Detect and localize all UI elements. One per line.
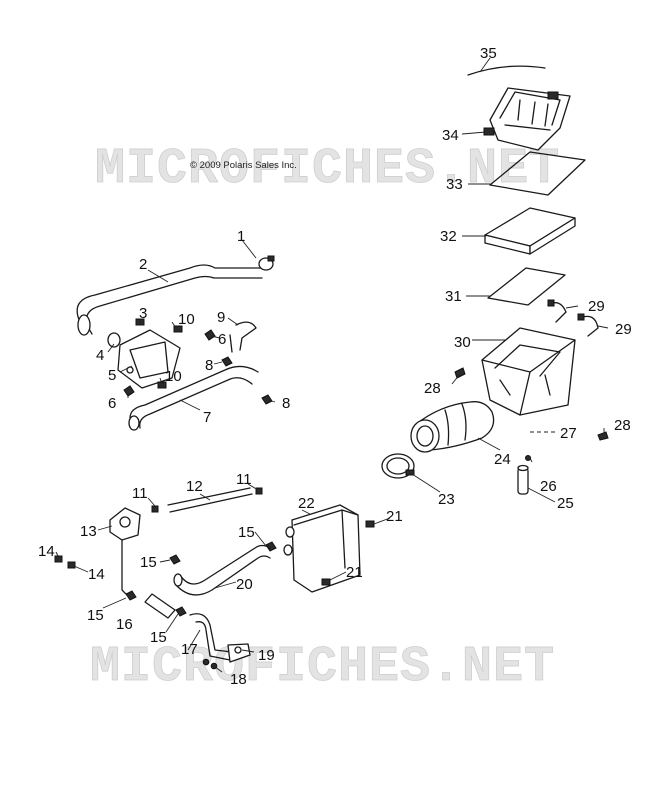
callout-20: 20 [236,576,253,593]
callout-18: 18 [230,671,247,688]
part-11-clip-b [255,487,263,495]
part-21-bolt-b [321,578,331,586]
part-15-clamp-d [265,541,277,552]
callout-35: 35 [480,45,497,62]
part-30-airbox [481,327,576,416]
callout-22: 22 [298,495,315,512]
part-29-brackets [547,299,599,337]
callout-14b: 14 [88,566,105,583]
callout-15c: 15 [150,629,167,646]
callout-6b: 6 [108,395,116,412]
callout-2: 2 [139,256,147,273]
callout-15d: 15 [238,524,255,541]
part-5-valve [117,329,181,389]
part-2-hose [76,264,263,323]
part-12-tube [167,487,253,513]
part-7-hose [129,365,259,419]
callout-4: 4 [96,347,104,364]
callout-19: 19 [258,647,275,664]
callout-1: 1 [237,228,245,245]
part-6-clamp-a [204,329,216,341]
callout-17: 17 [181,641,198,658]
part-35-shape [467,65,546,76]
part-14-screw-b [67,561,76,569]
callout-9: 9 [217,309,225,326]
callout-3: 3 [139,305,147,322]
callout-25: 25 [557,495,574,512]
callout-11a: 11 [132,485,148,502]
callout-13: 13 [80,523,97,540]
callout-14a: 14 [38,543,55,560]
callout-31: 31 [445,288,462,305]
part-15-clamp-b [169,554,181,565]
callout-21b: 21 [346,564,363,581]
part-24-intake-boot [410,401,495,453]
part-15-clamp-c [175,606,187,617]
part-8-clamp-b [261,394,273,405]
callout-23: 23 [438,491,455,508]
callout-28b: 28 [614,417,631,434]
watermark-bottom: MICROFICHES.NET [90,639,555,696]
part-23-clamp [381,453,415,479]
part-26-clamp [525,455,531,461]
callout-15a: 15 [87,607,104,624]
callout-30: 30 [454,334,471,351]
part-6-clamp-b [123,385,135,397]
callout-29a: 29 [588,298,605,315]
callout-26: 26 [540,478,557,495]
part-9-elbow [229,321,257,353]
callout-21a: 21 [386,508,403,525]
callout-11b: 11 [236,471,252,488]
callout-28a: 28 [424,380,441,397]
callout-12: 12 [186,478,203,495]
callout-8a: 8 [205,357,213,374]
part-18-washer-a [202,658,210,666]
callout-numbers: 1 2 3 4 5 6 6 7 8 8 9 10 10 11 11 12 13 … [38,45,632,688]
part-15-clamp-a [125,590,137,601]
leader-lines [55,57,609,673]
callout-8b: 8 [282,395,290,412]
callout-7: 7 [203,409,211,426]
part-25-drain [517,464,529,495]
callout-10a: 10 [178,311,195,328]
part-22-housing [283,504,361,593]
callout-6a: 6 [218,331,226,348]
part-20-hose [179,544,271,585]
callout-16: 16 [116,616,133,633]
callout-15b: 15 [140,554,157,571]
part-34-lid [483,87,571,151]
part-16-hose [144,593,176,619]
part-14-screw-a [54,555,63,563]
part-17-pipe [189,613,233,653]
callout-27: 27 [560,425,577,442]
part-11-clip-a [151,505,159,513]
callout-33: 33 [446,176,463,193]
part-8-clamp-a [221,356,233,367]
part-32-filter [484,207,576,255]
part-33-gasket [489,151,586,196]
part-4-seal [107,332,121,348]
callout-34: 34 [442,127,459,144]
part-10-bolt-a [173,325,183,333]
part-28-bolts [454,367,609,441]
watermark-top: MICROFICHES.NET [95,141,560,198]
part-19-nut [234,646,242,654]
callout-5: 5 [108,367,116,384]
part-1-clamp [258,255,275,271]
callout-24: 24 [494,451,511,468]
callout-10b: 10 [165,368,182,385]
part-31-screen [487,267,566,306]
part-10-bolt-b [157,381,167,389]
callout-29b: 29 [615,321,632,338]
copyright-text: © 2009 Polaris Sales Inc. [190,160,297,171]
callout-32: 32 [440,228,457,245]
part-13-valve [109,507,141,597]
part-21-bolt-a [365,520,375,528]
